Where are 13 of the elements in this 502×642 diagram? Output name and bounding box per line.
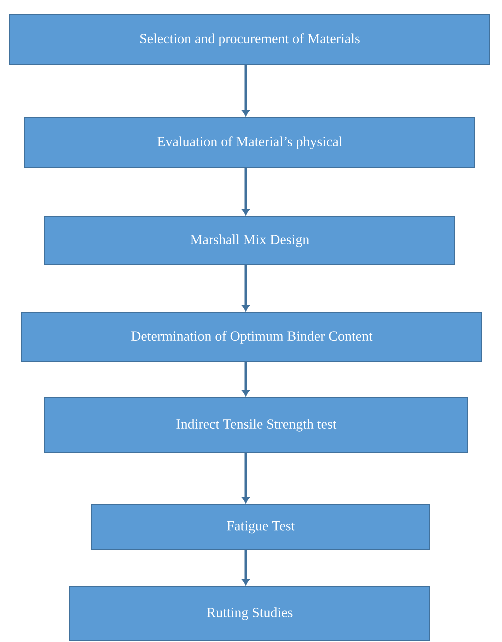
process-box: Determination of Optimum Binder Content	[22, 312, 482, 362]
process-box: Indirect Tensile Strength test	[44, 398, 468, 454]
arrow	[242, 550, 250, 586]
process-box: Evaluation of Material’s physical	[24, 118, 476, 168]
process-box: Rutting Studies	[70, 586, 430, 642]
process-box: Marshall Mix Design	[44, 216, 456, 266]
arrow	[242, 362, 250, 396]
arrow	[242, 454, 250, 504]
process-box: Selection and procurement of Materials	[10, 14, 490, 66]
arrow	[242, 168, 250, 216]
process-box: Fatigue Test	[92, 504, 430, 550]
arrow	[242, 66, 250, 116]
arrow	[242, 266, 250, 312]
